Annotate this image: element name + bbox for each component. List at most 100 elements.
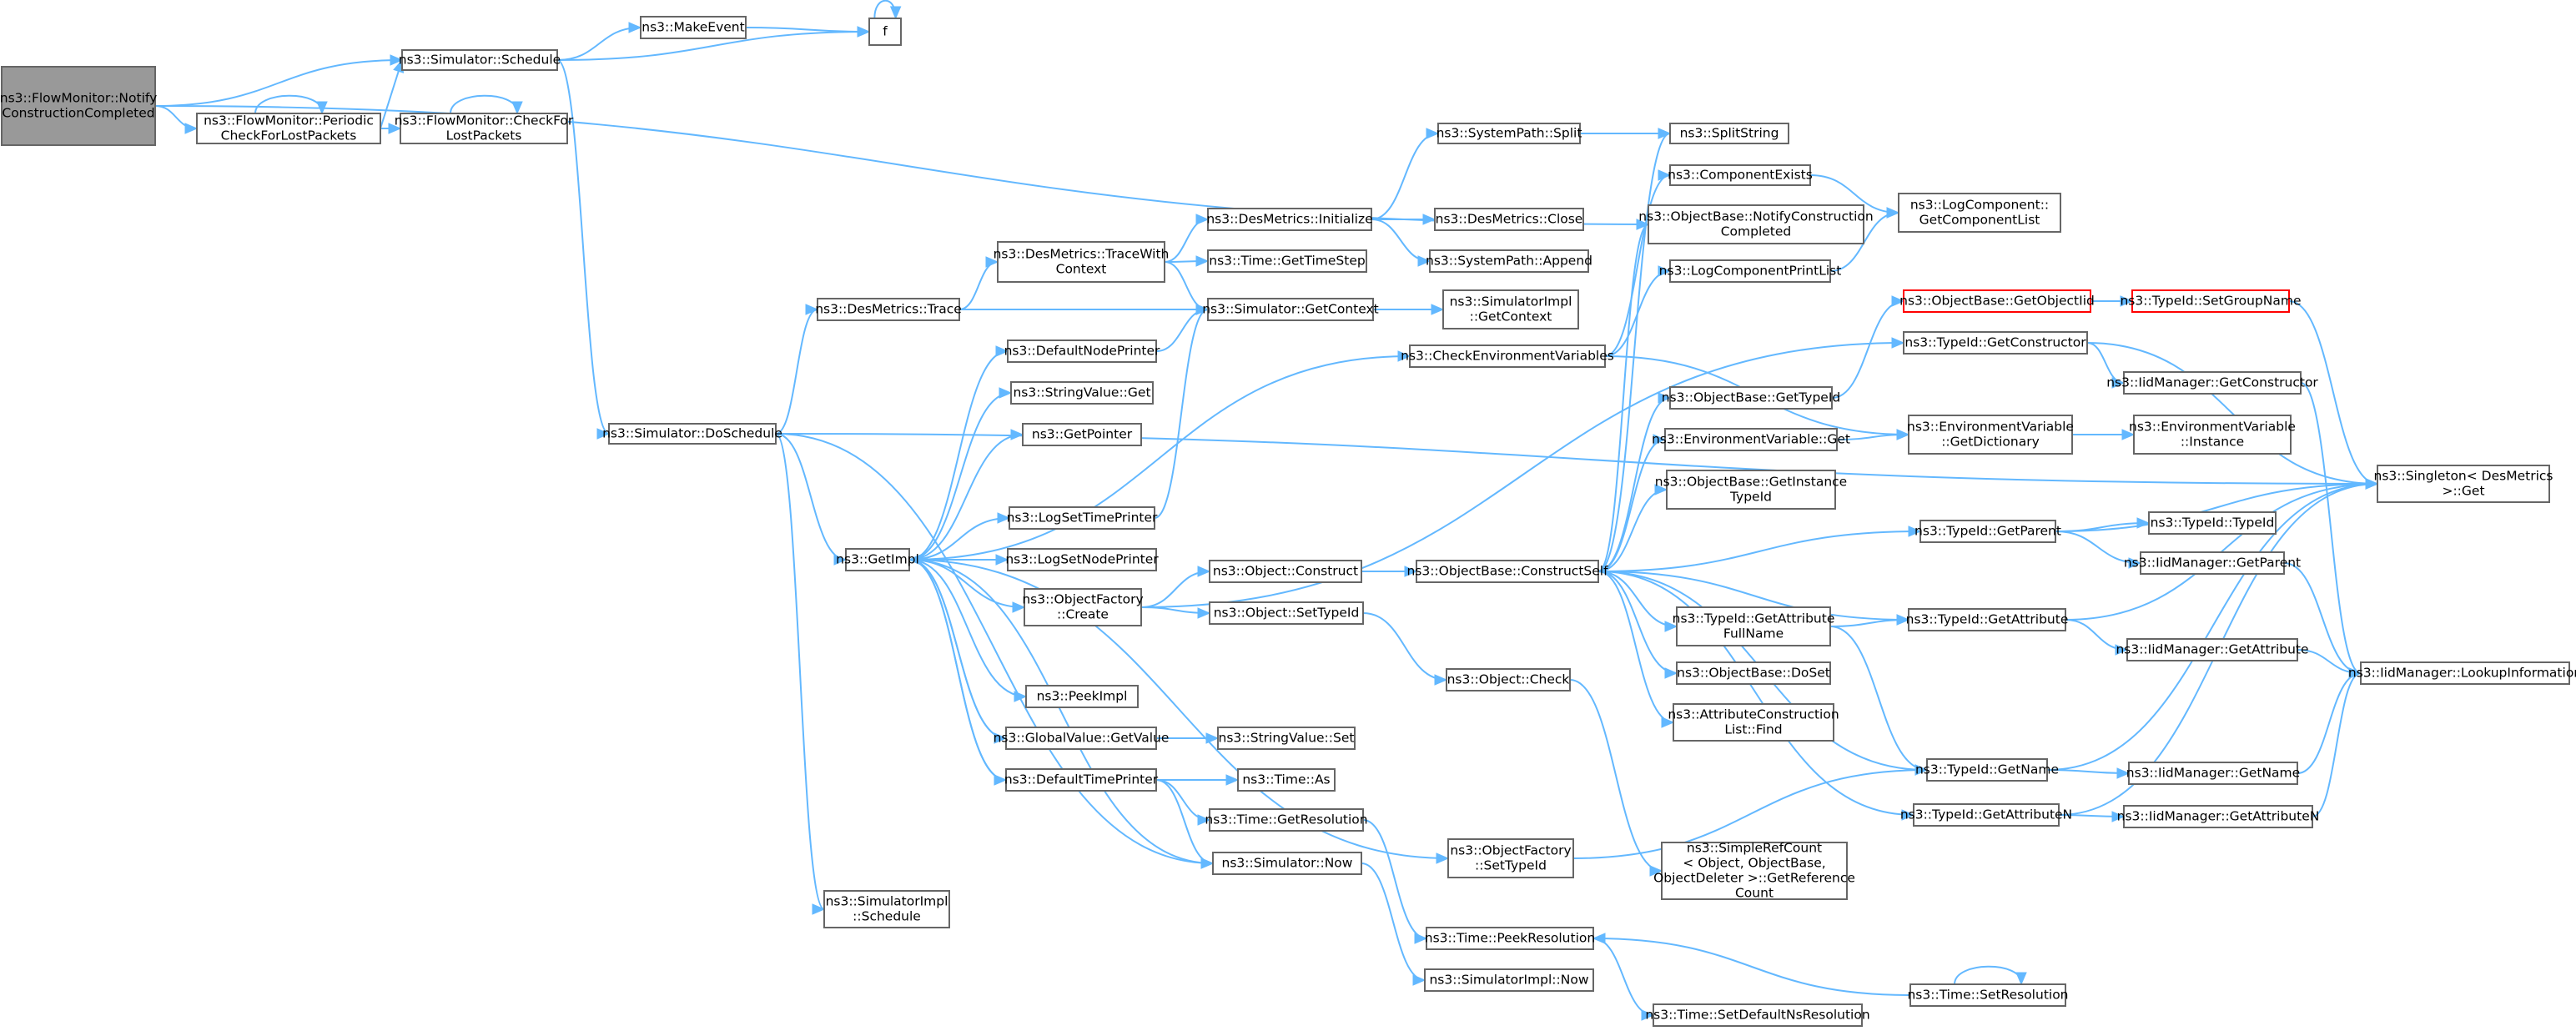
node-ns3-desmetrics-close[interactable]: ns3::DesMetrics::Close [1434, 208, 1584, 231]
node-ns3-systempath-split[interactable]: ns3::SystemPath::Split [1436, 123, 1582, 144]
node-ns3-time-gettimestep[interactable]: ns3::Time::GetTimeStep [1207, 249, 1367, 273]
node-ns3-objectbase-notifyconstruction-completed[interactable]: ns3::ObjectBase::NotifyConstructionCompl… [1638, 204, 1874, 244]
node-ns3-typeid-setgroupname[interactable]: ns3::TypeId::SetGroupName [2120, 289, 2302, 313]
node-box [1926, 758, 2048, 782]
node-box [1429, 249, 1589, 273]
node-label: ns3::SimulatorImpl::Now [1429, 973, 1588, 988]
node-ns3-makeevent[interactable]: ns3::MakeEvent [640, 16, 747, 39]
node-ns3-time-peekresolution[interactable]: ns3::Time::PeekResolution [1425, 927, 1595, 950]
node-ns3-getimpl[interactable]: ns3::GetImpl [836, 548, 919, 571]
node-label: ns3::TypeId::GetAttribute [1673, 611, 1835, 626]
node-ns3-environmentvariable-instance[interactable]: ns3::EnvironmentVariable::Instance [2129, 415, 2296, 455]
node-ns3-objectfactory-create[interactable]: ns3::ObjectFactory::Create [1022, 588, 1144, 626]
node-ns3-logsetnodeprinter[interactable]: ns3::LogSetNodePrinter [1005, 548, 1159, 571]
node-ns3-desmetrics-initialize[interactable]: ns3::DesMetrics::Initialize [1206, 208, 1373, 231]
node-ns3-iidmanager-getname[interactable]: ns3::IidManager::GetName [2126, 762, 2300, 785]
node-ns3-peekimpl[interactable]: ns3::PeekImpl [1025, 685, 1139, 708]
node-box [1209, 601, 1364, 625]
node-ns3-iidmanager-getattribute[interactable]: ns3::IidManager::GetAttribute [2116, 638, 2309, 661]
node-ns3-time-getresolution[interactable]: ns3::Time::GetResolution [1205, 808, 1368, 832]
node-ns3-simulatorimpl-now[interactable]: ns3::SimulatorImpl::Now [1424, 968, 1594, 992]
node-box [2126, 638, 2298, 661]
node-ns3-object-settypeid[interactable]: ns3::Object::SetTypeId [1209, 601, 1364, 625]
node-label: Count [1735, 886, 1774, 901]
node-ns3-typeid-typeid[interactable]: ns3::TypeId::TypeId [2148, 511, 2277, 535]
node-ns3-time-setresolution[interactable]: ns3::Time::SetResolution [1907, 983, 2069, 1007]
edge-n1-to-n1 [254, 94, 323, 114]
node-ns3-environmentvariable-getdictionary[interactable]: ns3::EnvironmentVariable::GetDictionary [1907, 415, 2074, 455]
node-box [1909, 983, 2066, 1007]
node-ns3-objectfactory-settypeid[interactable]: ns3::ObjectFactory::SetTypeId [1447, 838, 1574, 878]
node-box [868, 18, 902, 46]
node-ns3-simplerefcount-object-objectbase-objectdeleter-getreference-count[interactable]: ns3::SimpleRefCount< Object, ObjectBase,… [1653, 841, 1855, 901]
node-ns3-iidmanager-getparent[interactable]: ns3::IidManager::GetParent [2124, 551, 2301, 575]
node-box [1661, 842, 1848, 900]
node-ns3-componentexists[interactable]: ns3::ComponentExists [1668, 164, 1813, 186]
node-ns3-getpointer[interactable]: ns3::GetPointer [1022, 423, 1142, 446]
node-ns3-environmentvariable-get[interactable]: ns3::EnvironmentVariable::Get [1652, 428, 1850, 451]
node-ns3-logsettimeprinter[interactable]: ns3::LogSetTimePrinter [1007, 506, 1158, 530]
node-ns3-flowmonitor-notify-constructioncompleted[interactable]: ns3::FlowMonitor::NotifyConstructionComp… [0, 66, 157, 146]
node-ns3-stringvalue-get[interactable]: ns3::StringValue::Get [1010, 381, 1154, 405]
node-ns3-flowmonitor-checkfor-lostpackets[interactable]: ns3::FlowMonitor::CheckForLostPackets [395, 113, 574, 144]
node-ns3-objectbase-constructself[interactable]: ns3::ObjectBase::ConstructSelf [1406, 560, 1608, 583]
node-ns3-singleton-desmetrics-get[interactable]: ns3::Singleton< DesMetrics>::Get [2374, 465, 2553, 503]
node-ns3-simulator-now[interactable]: ns3::Simulator::Now [1212, 852, 1362, 875]
node-ns3-systempath-append[interactable]: ns3::SystemPath::Append [1426, 249, 1592, 273]
node-ns3-typeid-getconstructor[interactable]: ns3::TypeId::GetConstructor [1903, 331, 2088, 355]
node-ns3-simulatorimpl-getcontext[interactable]: ns3::SimulatorImpl::GetContext [1442, 289, 1579, 329]
node-ns3-splitstring[interactable]: ns3::SplitString [1669, 123, 1789, 144]
node-ns3-stringvalue-set[interactable]: ns3::StringValue::Set [1217, 727, 1356, 750]
node-ns3-checkenvironmentvariables[interactable]: ns3::CheckEnvironmentVariables [1401, 345, 1614, 368]
node-ns3-typeid-getattributen[interactable]: ns3::TypeId::GetAttributeN [1900, 803, 2072, 827]
node-ns3-iidmanager-lookupinformation[interactable]: ns3::IidManager::LookupInformation [2348, 661, 2576, 685]
node-f[interactable]: f [868, 18, 902, 46]
node-ns3-defaultnodeprinter[interactable]: ns3::DefaultNodePrinter [1004, 339, 1160, 363]
node-ns3-object-check[interactable]: ns3::Object::Check [1446, 668, 1571, 692]
edge-n63-to-n64-arrowhead [2116, 767, 2131, 779]
node-ns3-objectbase-getobjectiid[interactable]: ns3::ObjectBase::GetObjectIid [1899, 289, 2095, 313]
edge-n10-to-n11-arrowhead [1195, 214, 1210, 225]
node-label: ns3::Time::As [1242, 772, 1330, 787]
node-box [1424, 968, 1594, 992]
edge-n2-to-n3-arrowhead [628, 22, 642, 33]
node-label: ns3::FlowMonitor::Periodic [204, 113, 374, 128]
node-ns3-simulator-doschedule[interactable]: ns3::Simulator::DoSchedule [602, 423, 782, 445]
node-box [1024, 588, 1142, 626]
node-ns3-time-as[interactable]: ns3::Time::As [1237, 768, 1336, 792]
node-label: ns3::ObjectBase::NotifyConstruction [1638, 209, 1873, 224]
node-ns3-logcomponent-getcomponentlist[interactable]: ns3::LogComponent::GetComponentList [1898, 193, 2061, 233]
node-ns3-typeid-getattribute[interactable]: ns3::TypeId::GetAttribute [1906, 608, 2069, 631]
node-ns3-defaulttimeprinter[interactable]: ns3::DefaultTimePrinter [1004, 768, 1159, 792]
node-ns3-simulator-schedule[interactable]: ns3::Simulator::Schedule [399, 49, 561, 71]
node-ns3-globalvalue-getvalue[interactable]: ns3::GlobalValue::GetValue [994, 727, 1170, 750]
edge-n25-to-n8 [908, 559, 1007, 739]
node-ns3-iidmanager-getconstructor[interactable]: ns3::IidManager::GetConstructor [2106, 371, 2318, 395]
node-ns3-typeid-getname[interactable]: ns3::TypeId::GetName [1915, 758, 2059, 782]
node-label: f [883, 24, 888, 39]
node-ns3-object-construct[interactable]: ns3::Object::Construct [1209, 560, 1362, 583]
node-ns3-simulator-getcontext[interactable]: ns3::Simulator::GetContext [1202, 298, 1379, 321]
node-box [1898, 193, 2061, 233]
node-ns3-objectbase-gettypeid[interactable]: ns3::ObjectBase::GetTypeId [1662, 386, 1841, 410]
node-ns3-logcomponentprintlist[interactable]: ns3::LogComponentPrintList [1659, 259, 1842, 283]
node-label: ns3::Time::SetResolution [1907, 988, 2068, 1003]
node-ns3-simulatorimpl-schedule[interactable]: ns3::SimulatorImpl::Schedule [823, 890, 950, 928]
edge-n0-to-n1 [154, 105, 198, 129]
node-label: ns3::SimpleRefCount [1687, 841, 1822, 856]
node-ns3-flowmonitor-periodic-checkforlostpackets[interactable]: ns3::FlowMonitor::PeriodicCheckForLostPa… [196, 113, 381, 144]
node-ns3-time-setdefaultnsresolution[interactable]: ns3::Time::SetDefaultNsResolution [1645, 1003, 1870, 1027]
node-ns3-typeid-getparent[interactable]: ns3::TypeId::GetParent [1914, 520, 2061, 543]
edge-n6-to-n8-arrowhead [833, 554, 848, 566]
edge-n53-to-n56 [2055, 483, 2378, 532]
node-ns3-iidmanager-getattributen[interactable]: ns3::IidManager::GetAttributeN [2117, 805, 2320, 828]
edge-n0-to-n2 [154, 59, 403, 107]
node-ns3-objectbase-doset[interactable]: ns3::ObjectBase::DoSet [1676, 661, 1831, 685]
node-ns3-desmetrics-trace[interactable]: ns3::DesMetrics::Trace [815, 298, 962, 321]
edge-n26-to-n8 [908, 559, 1007, 781]
node-box [1653, 1003, 1863, 1027]
